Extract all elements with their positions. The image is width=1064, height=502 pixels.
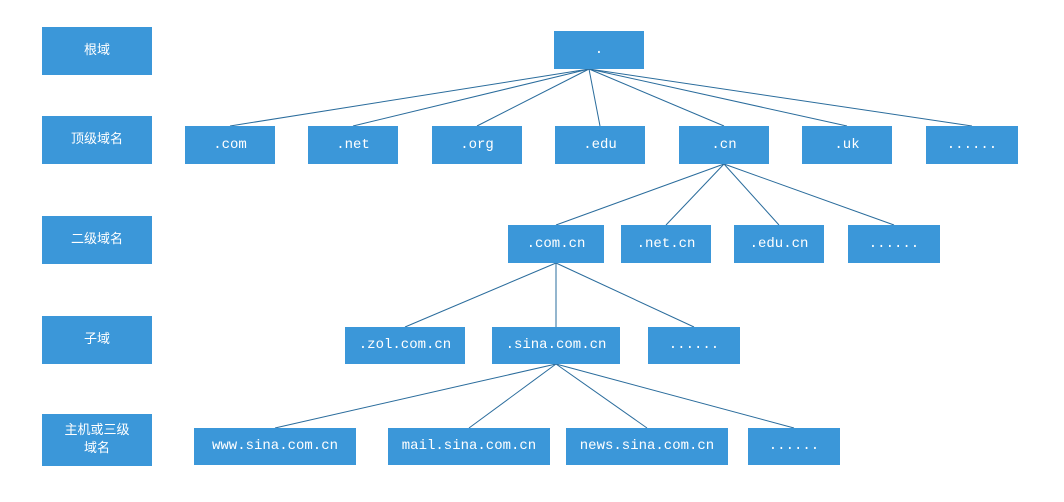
- node-sld-net-cn[interactable]: .net.cn: [621, 225, 711, 263]
- node-tld-more[interactable]: ......: [926, 126, 1018, 164]
- edge-root-dot-to-tld-cn: [588, 68, 725, 127]
- row-label-subdomain: 子域: [42, 316, 152, 364]
- node-tld-com[interactable]: .com: [185, 126, 275, 164]
- node-sub-more[interactable]: ......: [648, 327, 740, 364]
- node-tld-uk[interactable]: .uk: [802, 126, 892, 164]
- edge-sub-sina-to-host-mail: [468, 363, 557, 429]
- edge-sub-sina-to-host-more: [555, 363, 795, 429]
- node-sub-zol[interactable]: .zol.com.cn: [345, 327, 465, 364]
- node-sub-sina[interactable]: .sina.com.cn: [492, 327, 620, 364]
- node-sld-edu-cn[interactable]: .edu.cn: [734, 225, 824, 263]
- node-host-more[interactable]: ......: [748, 428, 840, 465]
- node-tld-org[interactable]: .org: [432, 126, 522, 164]
- edge-tld-cn-to-sld-edu-cn: [723, 163, 780, 226]
- edge-root-dot-to-tld-uk: [588, 68, 848, 127]
- edge-root-dot-to-tld-more: [588, 68, 973, 127]
- node-host-mail[interactable]: mail.sina.com.cn: [388, 428, 550, 465]
- row-label-second-level: 二级域名: [42, 216, 152, 264]
- edge-sld-com-cn-to-sub-more: [555, 262, 695, 328]
- node-tld-net[interactable]: .net: [308, 126, 398, 164]
- edge-root-dot-to-tld-net: [352, 68, 590, 127]
- node-sld-more[interactable]: ......: [848, 225, 940, 263]
- edge-root-dot-to-tld-com: [229, 68, 590, 127]
- edge-tld-cn-to-sld-net-cn: [665, 163, 725, 226]
- row-label-tld: 顶级域名: [42, 116, 152, 164]
- row-label-root: 根域: [42, 27, 152, 75]
- node-host-news[interactable]: news.sina.com.cn: [566, 428, 728, 465]
- edge-root-dot-to-tld-edu: [588, 68, 601, 127]
- node-sld-com-cn[interactable]: .com.cn: [508, 225, 604, 263]
- edge-sub-sina-to-host-www: [274, 363, 557, 429]
- row-label-host: 主机或三级 域名: [42, 414, 152, 466]
- node-root-dot[interactable]: .: [554, 31, 644, 69]
- edge-sub-sina-to-host-news: [555, 363, 648, 429]
- node-host-www[interactable]: www.sina.com.cn: [194, 428, 356, 465]
- edge-sld-com-cn-to-sub-zol: [404, 262, 557, 328]
- edge-root-dot-to-tld-org: [476, 68, 590, 127]
- node-tld-edu[interactable]: .edu: [555, 126, 645, 164]
- edge-tld-cn-to-sld-com-cn: [555, 163, 725, 226]
- edge-tld-cn-to-sld-more: [723, 163, 895, 226]
- node-tld-cn[interactable]: .cn: [679, 126, 769, 164]
